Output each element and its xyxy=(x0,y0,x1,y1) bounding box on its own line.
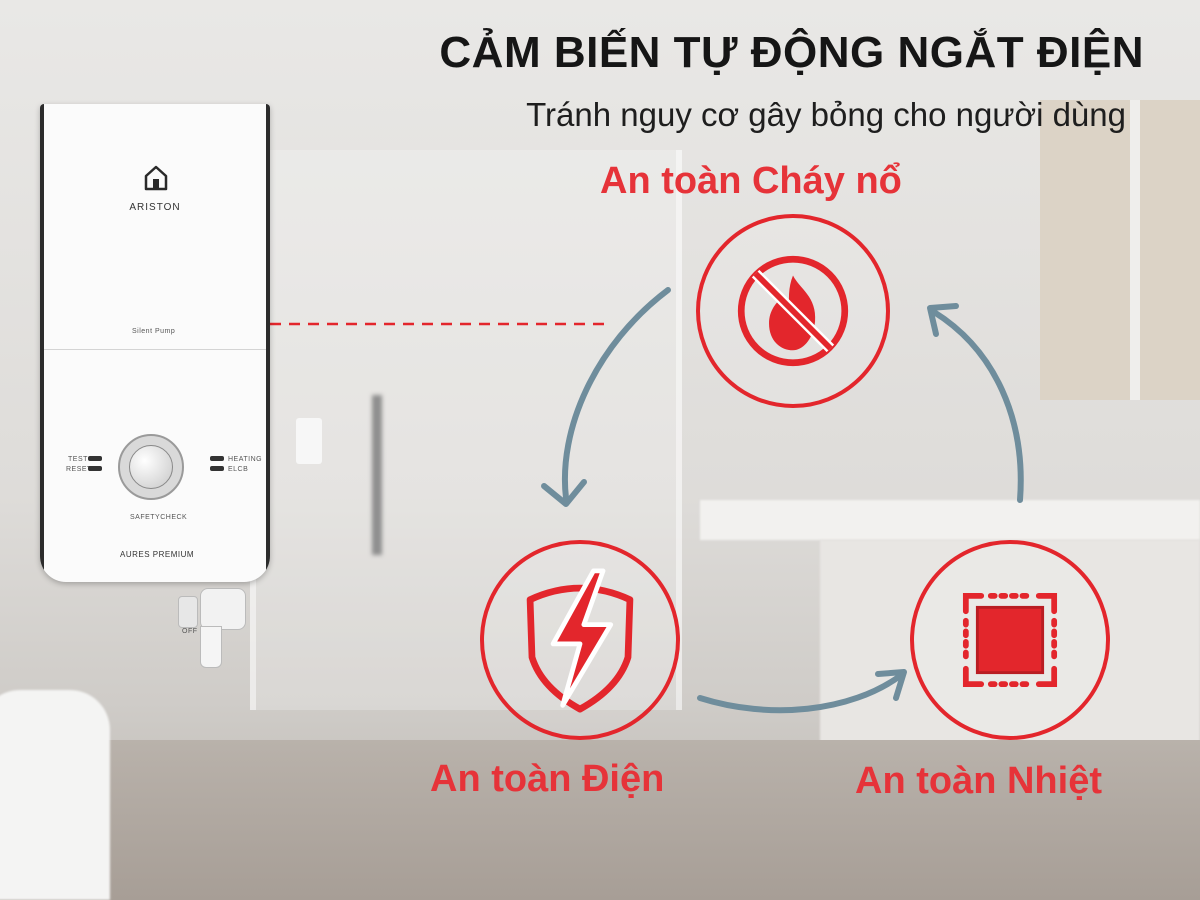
heater-outlet-tap: OFF xyxy=(178,588,248,668)
arrow-head-electric xyxy=(541,479,587,507)
water-heater-product: ARISTON Silent Pump TEST RESET HEATING E… xyxy=(40,104,270,582)
heater-model-label: AURES PREMIUM xyxy=(120,550,195,559)
heater-elcb-label: ELCB xyxy=(228,466,249,473)
lightning-shield-icon xyxy=(526,568,634,713)
feature-ring-fire xyxy=(696,214,890,408)
house-logo-icon xyxy=(144,165,168,191)
background-tub xyxy=(0,690,110,900)
heater-pump-label: Silent Pump xyxy=(132,328,176,335)
arrow-electric-to-heat xyxy=(697,673,903,714)
background-window xyxy=(1040,100,1200,400)
no-fire-icon xyxy=(737,255,849,367)
heater-test-label: TEST xyxy=(68,456,88,463)
page-title: CẢM BIẾN TỰ ĐỘNG NGẮT ĐIỆN xyxy=(439,28,1144,77)
feature-label-fire: An toàn Cháy nổ xyxy=(600,160,902,202)
background-shelf xyxy=(296,418,322,464)
feature-label-electric: An toàn Điện xyxy=(430,758,665,800)
background-counter xyxy=(700,500,1200,540)
background-shower-pipe xyxy=(372,395,382,555)
heater-edge-left xyxy=(40,104,44,572)
heater-test-button[interactable] xyxy=(88,456,102,461)
background-window-frame xyxy=(1130,100,1140,400)
feature-label-heat: An toàn Nhiệt xyxy=(855,760,1102,802)
page-subtitle: Tránh nguy cơ gây bỏng cho người dùng xyxy=(526,96,1126,133)
heater-heating-led xyxy=(210,456,224,461)
feature-ring-heat xyxy=(910,540,1110,740)
dial-knob xyxy=(129,445,173,489)
arrow-heat-to-fire xyxy=(931,309,1024,503)
heater-elcb-led xyxy=(210,466,224,471)
chip-icon xyxy=(962,592,1058,688)
heater-safety-label: SAFETYCHECK xyxy=(130,514,188,521)
background-floor xyxy=(0,740,1200,900)
heater-reset-button[interactable] xyxy=(88,466,102,471)
arrow-head-heat xyxy=(875,669,907,701)
heater-brand: ARISTON xyxy=(129,202,181,213)
heater-temperature-dial[interactable] xyxy=(118,434,184,500)
heater-off-label: OFF xyxy=(182,628,198,635)
heater-edge-right xyxy=(266,104,270,572)
arrow-fire-to-electric xyxy=(562,287,671,501)
heater-reset-label: RESET xyxy=(66,466,92,473)
arrow-head-fire xyxy=(927,303,959,337)
heater-heating-label: HEATING xyxy=(228,456,263,463)
heater-panel-seam xyxy=(44,349,266,350)
feature-ring-electric xyxy=(480,540,680,740)
